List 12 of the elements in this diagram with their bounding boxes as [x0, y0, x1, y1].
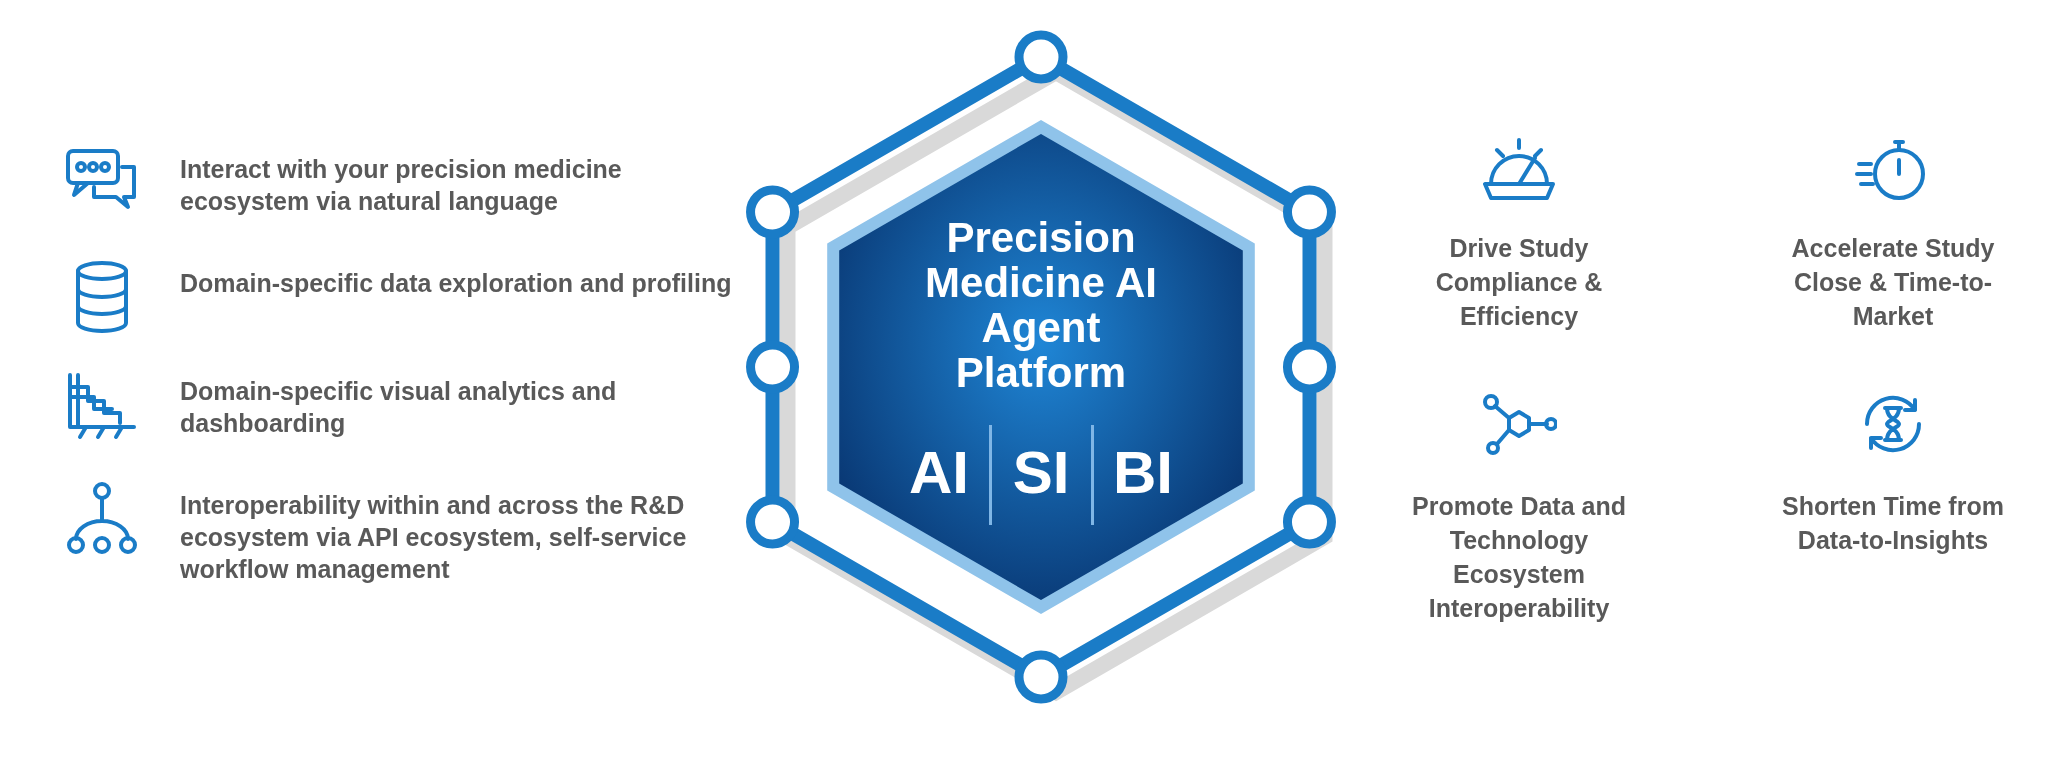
- platform-title: Precision Medicine AI Agent Platform: [924, 215, 1158, 395]
- feature-text: Interoperability within and across the R&D ecosystem via API ecosystem, self-service workflow management: [180, 490, 688, 585]
- feature-text: Domain-specific data exploration and profiling: [180, 268, 733, 299]
- benefit-text: Promote Data and Technology Ecosystem Interoperability: [1411, 491, 1627, 624]
- benefit-text: Drive Study Compliance & Efficiency: [1434, 233, 1604, 332]
- feature-text: Domain-specific visual analytics and dashboarding: [180, 376, 618, 439]
- benefit-text: Accelerate Study Close & Time-to-Market: [1790, 233, 1996, 332]
- capability-acronym: BI: [1112, 438, 1174, 508]
- capability-acronym: AI: [908, 438, 970, 508]
- feature-text: Interact with your precision medicine ecosystem via natural language: [180, 154, 623, 217]
- capability-acronym: SI: [1011, 438, 1071, 508]
- benefit-text: Shorten Time from Data-to-Insights: [1781, 491, 2005, 556]
